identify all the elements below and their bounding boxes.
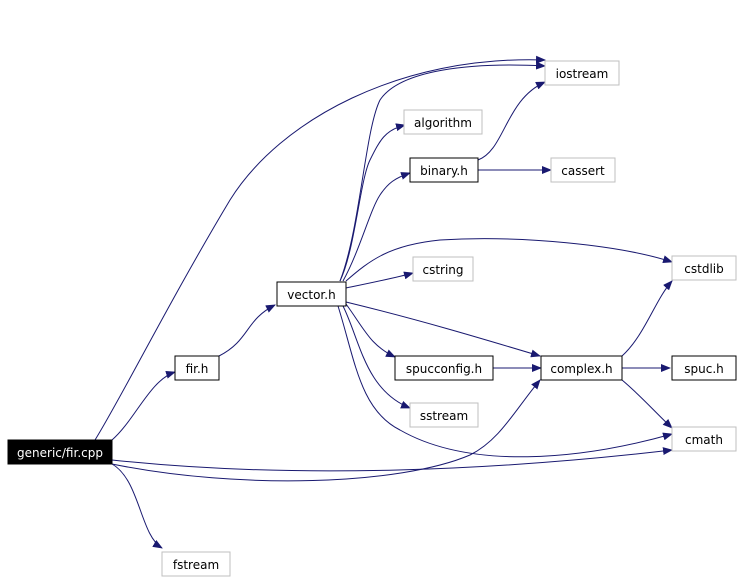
node-cstdlib-label: cstdlib: [684, 262, 723, 276]
node-iostream-label: iostream: [556, 67, 609, 81]
node-cstdlib[interactable]: cstdlib: [671, 255, 737, 281]
node-fir-h-label: fir.h: [186, 362, 209, 376]
edge-vector-h-to-sstream: [342, 305, 411, 409]
node-cmath-label: cmath: [685, 433, 723, 447]
edge-vector-h-to-algorithm: [339, 123, 406, 282]
node-generic-fir-cpp[interactable]: generic/fir.cpp: [7, 439, 113, 465]
node-binary-h-label: binary.h: [420, 164, 468, 178]
edge-complex-h-to-cmath: [621, 379, 673, 429]
edge-generic-fir-cpp-to-cmath: [111, 447, 673, 472]
node-cstring-label: cstring: [422, 263, 463, 277]
node-sstream-label: sstream: [420, 409, 468, 423]
edge-vector-h-to-cmath: [337, 305, 673, 458]
node-fstream-label: fstream: [173, 558, 219, 572]
edge-complex-h-to-cstdlib: [621, 280, 673, 357]
node-spuc-h[interactable]: spuc.h: [671, 355, 737, 381]
edge-vector-h-to-iostream: [339, 61, 546, 282]
node-cassert[interactable]: cassert: [550, 157, 616, 183]
node-iostream[interactable]: iostream: [544, 60, 620, 86]
edge-vector-h-to-cstring: [345, 271, 414, 289]
edge-generic-fir-cpp-to-fir-h: [111, 370, 176, 441]
edge-generic-fir-cpp-to-fstream: [111, 463, 163, 549]
edge-vector-h-to-complex-h: [345, 301, 541, 358]
node-binary-h[interactable]: binary.h: [409, 157, 479, 183]
edge-binary-h-to-iostream: [477, 81, 546, 161]
node-spucconfig-h-label: spucconfig.h: [406, 362, 482, 376]
edge-vector-h-to-binary-h: [342, 172, 411, 282]
node-spucconfig-h[interactable]: spucconfig.h: [394, 355, 494, 381]
node-vector-h-label: vector.h: [287, 288, 335, 302]
node-cassert-label: cassert: [561, 164, 605, 178]
node-fstream[interactable]: fstream: [161, 551, 231, 577]
node-complex-h-label: complex.h: [550, 362, 612, 376]
node-sstream[interactable]: sstream: [409, 402, 479, 428]
edge-fir-h-to-vector-h: [218, 304, 276, 357]
edge-vector-h-to-cstdlib: [345, 238, 673, 282]
node-generic-fir-cpp-label: generic/fir.cpp: [17, 446, 103, 460]
edge-generic-fir-cpp-to-iostream: [94, 55, 546, 441]
node-cstring[interactable]: cstring: [412, 256, 474, 282]
node-algorithm[interactable]: algorithm: [403, 109, 483, 135]
node-fir-h[interactable]: fir.h: [174, 355, 220, 381]
node-spuc-h-label: spuc.h: [684, 362, 724, 376]
node-vector-h[interactable]: vector.h: [276, 281, 347, 307]
edge-vector-h-to-spucconfig-h: [345, 303, 396, 358]
node-complex-h[interactable]: complex.h: [540, 355, 623, 381]
node-cmath[interactable]: cmath: [671, 426, 737, 452]
node-algorithm-label: algorithm: [414, 116, 472, 130]
edge-generic-fir-cpp-to-complex-h: [111, 379, 541, 482]
